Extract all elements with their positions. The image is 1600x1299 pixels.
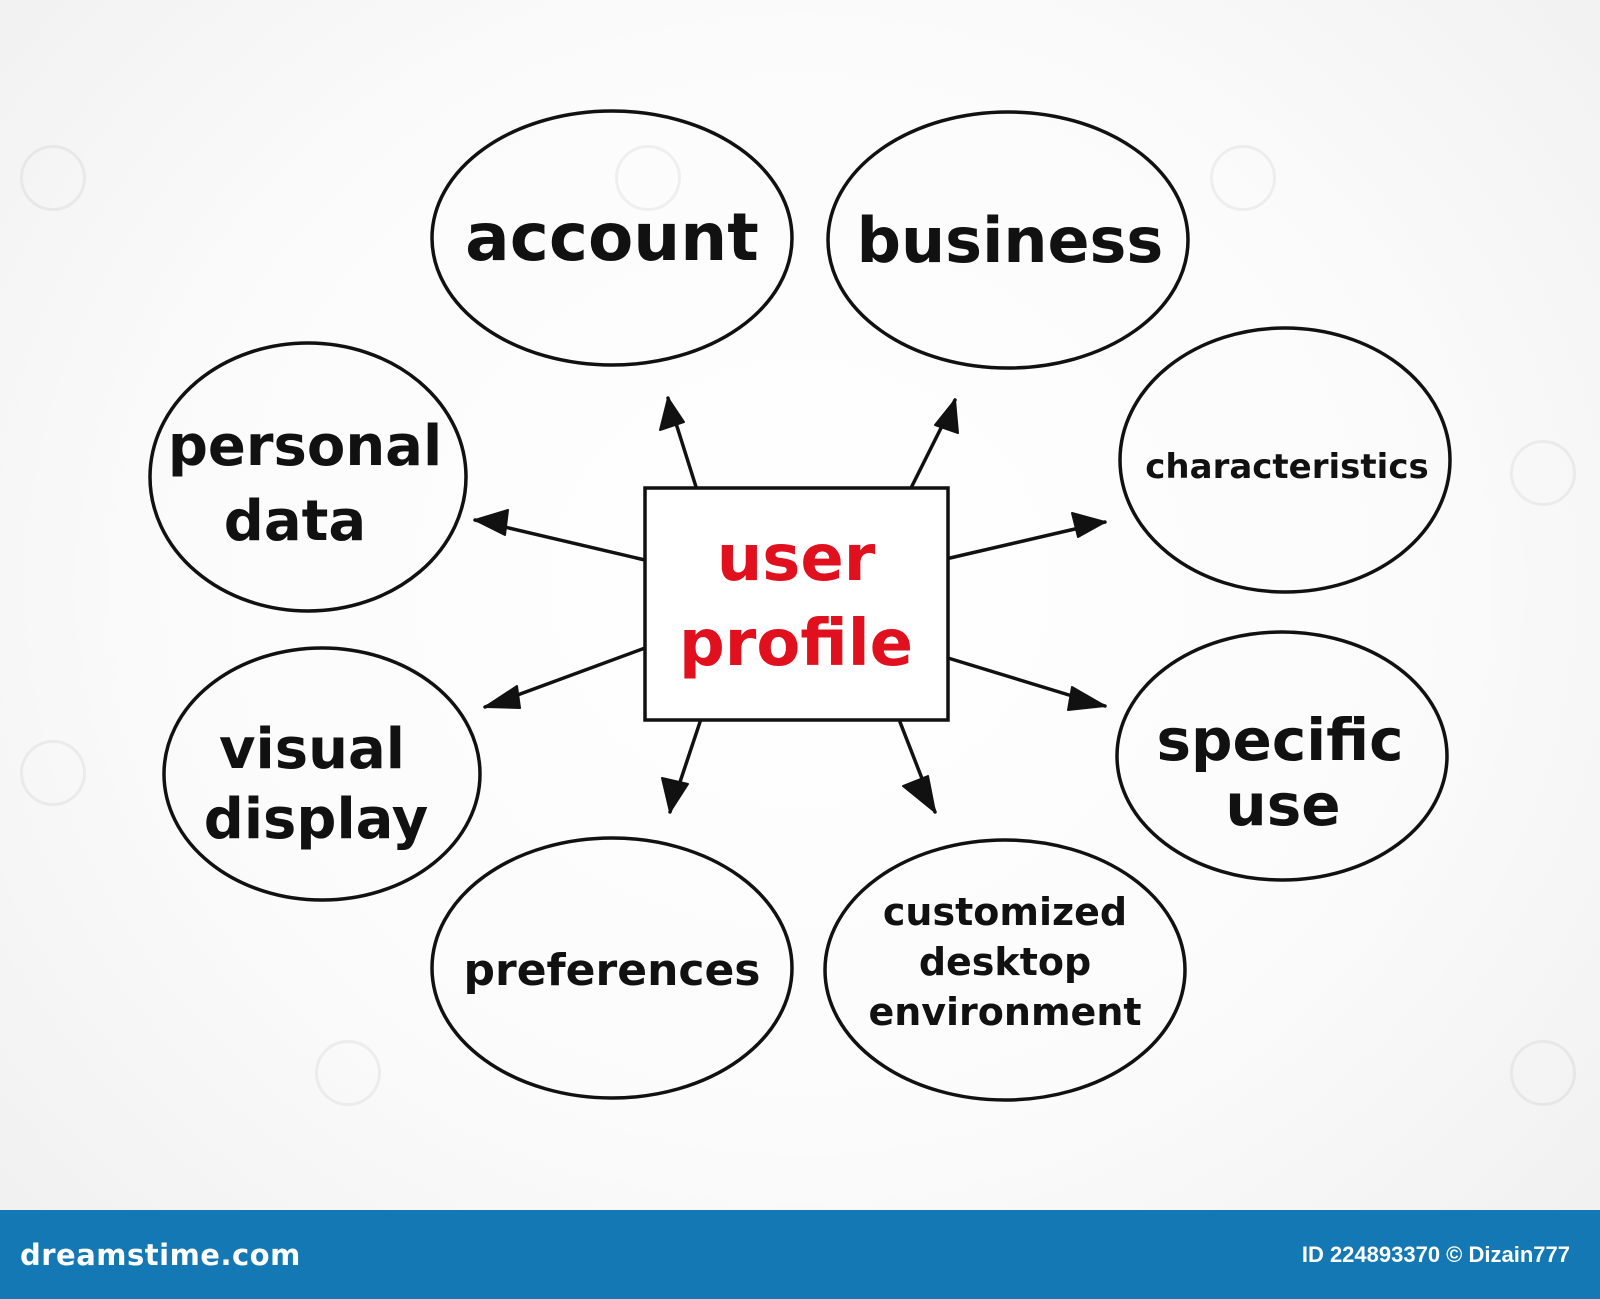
node-visual-display-line-2: display: [204, 787, 428, 852]
stock-footer-bar: dreamstime.com ID 224893370 © Dizain777: [0, 1210, 1600, 1299]
node-preferences: preferences: [430, 836, 794, 1100]
node-customized-line-1: customized: [883, 890, 1127, 934]
node-customized-line-3: environment: [868, 990, 1141, 1034]
center-box: [643, 486, 950, 722]
arrowhead-business: [934, 399, 959, 434]
node-business: business: [826, 110, 1190, 370]
arrowhead-characteristics: [1071, 512, 1106, 538]
node-specific-use-line-1: specific: [1156, 706, 1403, 774]
arrowhead-specific-use: [1067, 686, 1106, 711]
footer-credit: ID 224893370 © Dizain777: [1301, 1241, 1570, 1267]
arrowhead-account: [659, 397, 685, 431]
node-personal-data: personal data: [148, 341, 468, 613]
node-customized: customized desktop environment: [823, 838, 1187, 1102]
watermark-icon: [315, 1040, 381, 1106]
node-visual-display: visual display: [162, 646, 482, 902]
arrowhead-preferences: [661, 777, 689, 813]
watermark-icon: [1210, 145, 1276, 211]
node-preferences-label: preferences: [464, 945, 761, 996]
watermark-icon: [20, 145, 86, 211]
node-account: account: [430, 109, 794, 367]
arrowhead-personal-data: [474, 509, 509, 536]
node-account-label: account: [465, 199, 759, 276]
watermark-icon: [1510, 1040, 1576, 1106]
center-line-1: user: [717, 522, 876, 596]
node-business-label: business: [857, 204, 1164, 277]
node-personal-data-line-2: data: [224, 489, 366, 554]
mind-map-diagram: user profile account business personal d…: [148, 109, 1452, 1102]
node-specific-use: specific use: [1115, 630, 1449, 882]
node-characteristics-label: characteristics: [1145, 447, 1428, 487]
arrowheads: [474, 397, 1106, 813]
watermark-icon: [615, 145, 681, 211]
arrowhead-customized: [902, 775, 936, 813]
watermark-icon: [20, 740, 86, 806]
center-node: user profile: [643, 486, 950, 722]
node-personal-data-line-1: personal: [168, 414, 442, 479]
footer-site-logo: dreamstime.com: [20, 1237, 301, 1272]
node-characteristics: characteristics: [1118, 326, 1452, 594]
node-specific-use-line-2: use: [1225, 771, 1340, 839]
node-visual-display-line-1: visual: [219, 717, 405, 782]
center-line-2: profile: [679, 607, 913, 681]
watermark-icon: [1510, 440, 1576, 506]
arrowhead-visual-display: [484, 685, 521, 709]
node-customized-line-2: desktop: [919, 940, 1091, 984]
